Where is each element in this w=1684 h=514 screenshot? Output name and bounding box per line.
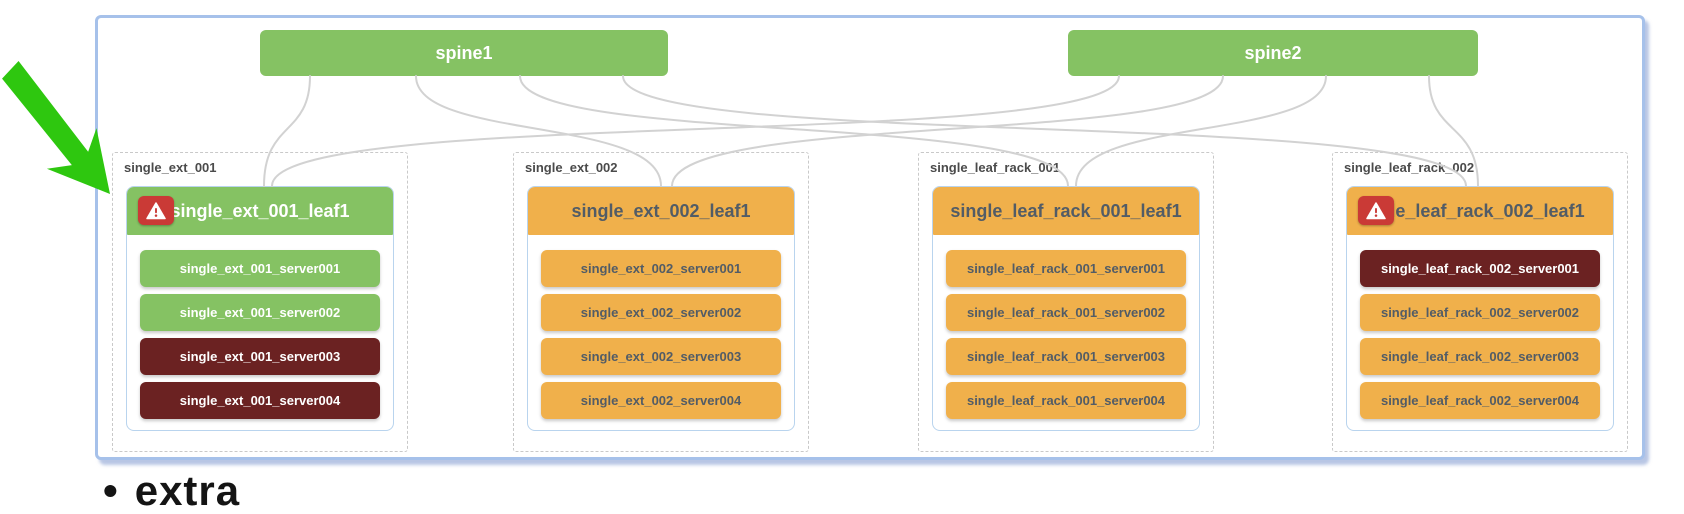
- server-node[interactable]: single_leaf_rack_002_server001: [1360, 250, 1600, 287]
- server-list: single_ext_002_server001 single_ext_002_…: [541, 250, 781, 419]
- warning-triangle-icon: [146, 201, 166, 219]
- warning-badge: [138, 196, 174, 225]
- leaf-label: single_leaf_rack_001_leaf1: [950, 200, 1182, 221]
- rack-card: ...le_leaf_rack_002_leaf1 single_leaf_ra…: [1346, 186, 1614, 431]
- server-node[interactable]: single_ext_002_server004: [541, 382, 781, 419]
- spine-node-spine2[interactable]: spine2: [1068, 30, 1478, 76]
- bullet-list-item-label: extra: [134, 467, 241, 514]
- rack-single-ext-002: single_ext_002 single_ext_002_leaf1 sing…: [513, 152, 809, 452]
- server-node[interactable]: single_ext_001_server002: [140, 294, 380, 331]
- rack-card: single_leaf_rack_001_leaf1 single_leaf_r…: [932, 186, 1200, 431]
- server-node[interactable]: single_ext_002_server001: [541, 250, 781, 287]
- server-list: single_leaf_rack_002_server001 single_le…: [1360, 250, 1600, 419]
- server-node[interactable]: single_leaf_rack_002_server004: [1360, 382, 1600, 419]
- leaf-label: ...le_leaf_rack_002_leaf1: [1375, 200, 1585, 221]
- server-node[interactable]: single_leaf_rack_001_server004: [946, 382, 1186, 419]
- rack-label: single_leaf_rack_002: [1344, 160, 1475, 175]
- leaf-node[interactable]: single_leaf_rack_001_leaf1: [933, 187, 1199, 235]
- rack-card: single_ext_002_leaf1 single_ext_002_serv…: [527, 186, 795, 431]
- warning-badge: [1358, 196, 1394, 225]
- leaf-node[interactable]: single_ext_002_leaf1: [528, 187, 794, 235]
- leaf-node[interactable]: ...le_leaf_rack_002_leaf1: [1347, 187, 1613, 235]
- rack-single-leaf-rack-001: single_leaf_rack_001 single_leaf_rack_00…: [918, 152, 1214, 452]
- server-node[interactable]: single_ext_002_server003: [541, 338, 781, 375]
- server-list: single_leaf_rack_001_server001 single_le…: [946, 250, 1186, 419]
- rack-label: single_ext_001: [124, 160, 217, 175]
- server-node[interactable]: single_leaf_rack_001_server003: [946, 338, 1186, 375]
- server-node[interactable]: single_leaf_rack_001_server002: [946, 294, 1186, 331]
- rack-label: single_ext_002: [525, 160, 618, 175]
- rack-label: single_leaf_rack_001: [930, 160, 1061, 175]
- warning-triangle-icon: [1366, 201, 1386, 219]
- server-node[interactable]: single_ext_001_server003: [140, 338, 380, 375]
- server-node[interactable]: single_leaf_rack_001_server001: [946, 250, 1186, 287]
- rack-single-leaf-rack-002: single_leaf_rack_002 ...le_leaf_rack_002…: [1332, 152, 1628, 452]
- server-list: single_ext_001_server001 single_ext_001_…: [140, 250, 380, 419]
- server-node[interactable]: single_leaf_rack_002_server002: [1360, 294, 1600, 331]
- bullet-list-item: • extra: [103, 470, 240, 512]
- spine-label: spine1: [435, 42, 493, 63]
- rack-card: single_ext_001_leaf1 single_ext_001_serv…: [126, 186, 394, 431]
- leaf-node[interactable]: single_ext_001_leaf1: [127, 187, 393, 235]
- leaf-label: single_ext_001_leaf1: [170, 200, 350, 221]
- leaf-label: single_ext_002_leaf1: [571, 200, 751, 221]
- server-node[interactable]: single_ext_002_server002: [541, 294, 781, 331]
- spine-node-spine1[interactable]: spine1: [260, 30, 668, 76]
- server-node[interactable]: single_leaf_rack_002_server003: [1360, 338, 1600, 375]
- server-node[interactable]: single_ext_001_server004: [140, 382, 380, 419]
- rack-single-ext-001: single_ext_001 single_ext_001_leaf1 sing…: [112, 152, 408, 452]
- server-node[interactable]: single_ext_001_server001: [140, 250, 380, 287]
- bullet-glyph: •: [103, 467, 119, 514]
- spine-label: spine2: [1244, 42, 1302, 63]
